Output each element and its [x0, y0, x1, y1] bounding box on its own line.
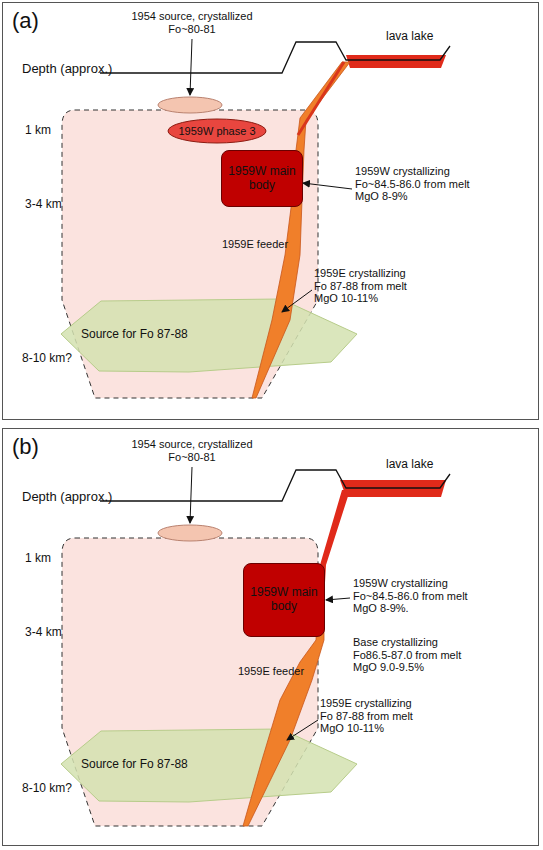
leader-arrow [190, 39, 192, 95]
depth-tick: 8-10 km? [22, 352, 102, 366]
depth-tick: 1 km [25, 124, 85, 138]
source-zone: Source for Fo 87-88 [59, 296, 359, 374]
panel-letter: (b) [12, 434, 39, 459]
node-label: 1959W main body [224, 165, 300, 193]
callout-text: 1954 source, crystallized Fo~80-81 [130, 10, 254, 35]
dike-feeder-upper [298, 62, 344, 135]
source-zone: Source for Fo 87-88 [59, 726, 359, 804]
node-label: Source for Fo 87-88 [81, 328, 188, 342]
callout-text: 1959E crystallizing Fo 87-88 from melt M… [314, 267, 420, 305]
feature-label: lava lake [386, 30, 466, 44]
panel-letter: (a) [12, 8, 39, 33]
leader-arrow [326, 598, 350, 600]
callout-text: 1959E crystallizing Fo 87-88 from melt M… [320, 697, 426, 735]
axis-title: Depth (approx.) [22, 490, 162, 505]
feature-label: 1959E feeder [238, 665, 318, 678]
lava-lake-fill [346, 55, 446, 68]
depth-tick: 8-10 km? [22, 782, 102, 796]
leader-arrow [303, 183, 352, 189]
node-label: 1959W main body [246, 586, 322, 614]
source-zone-shape [61, 299, 357, 372]
callout-text: 1959W crystallizing Fo~84.5-86.0 from me… [353, 577, 471, 615]
callout-text: 1954 source, crystallized Fo~80-81 [130, 438, 254, 463]
ground-surface [100, 42, 450, 73]
magma-lens: 1959W phase 3 [167, 118, 267, 144]
old-source-lens [158, 525, 222, 541]
source-zone-shape [61, 729, 357, 802]
callout-text: Base crystallizing Fo86.5-87.0 from melt… [353, 636, 471, 674]
node-label: Source for Fo 87-88 [81, 758, 188, 772]
magma-body: 1959W main body [243, 563, 325, 637]
leader-arrow [190, 467, 192, 523]
depth-tick: 1 km [25, 552, 85, 566]
magma-body: 1959W main body [221, 150, 303, 207]
old-source-lens [158, 97, 222, 113]
feature-label: lava lake [386, 458, 466, 472]
axis-title: Depth (approx.) [22, 62, 162, 77]
ground-surface [100, 470, 450, 501]
node-label: 1959W phase 3 [178, 125, 255, 138]
depth-tick: 3-4 km [25, 626, 85, 640]
leader-arrow [287, 720, 318, 740]
magma-lens-shape [168, 119, 266, 143]
depth-tick: 3-4 km [25, 198, 85, 212]
callout-text: 1959W crystallizing Fo~84.5-86.0 from me… [355, 165, 473, 203]
feature-label: 1959E feeder [222, 238, 302, 251]
